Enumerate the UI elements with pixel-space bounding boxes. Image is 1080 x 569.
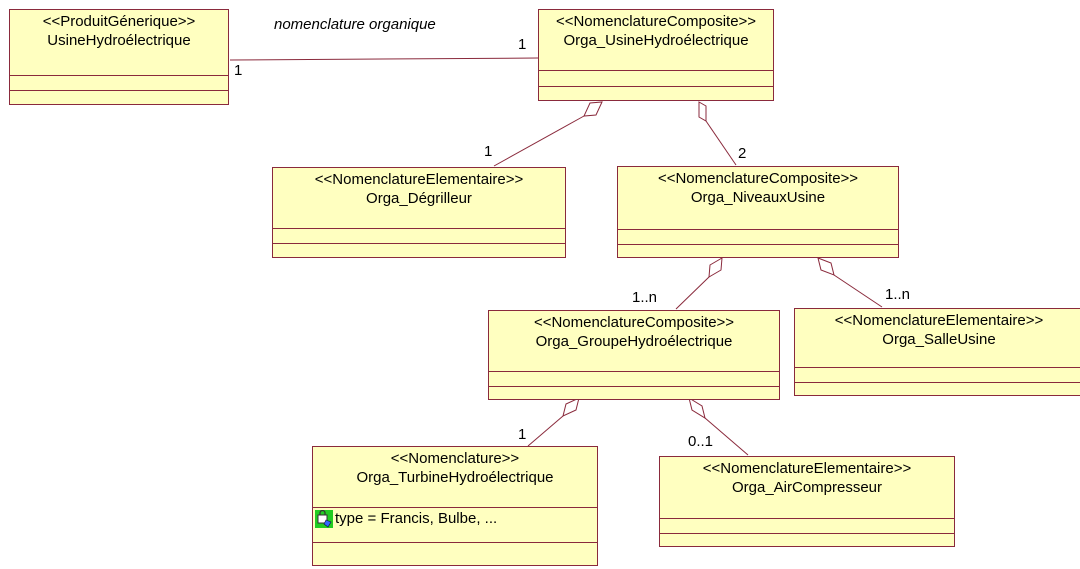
class-name: UsineHydroélectrique (47, 32, 191, 49)
operations-compartment (660, 533, 954, 550)
association-label: nomenclature organique (274, 16, 436, 33)
class-orga-niveaux-usine[interactable]: <<NomenclatureComposite>> Orga_NiveauxUs… (617, 166, 899, 258)
assoc-line-usine-niveaux (705, 120, 737, 166)
class-header: <<Nomenclature>> Orga_TurbineHydroélectr… (313, 447, 597, 507)
attribute-row[interactable]: type = Francis, Bulbe, ... (313, 508, 597, 530)
multiplicity-degrilleur: 1 (484, 143, 493, 160)
aggregation-diamond-groupe (708, 257, 723, 278)
operations-compartment (313, 542, 597, 569)
attribute-text: type = Francis, Bulbe, ... (335, 510, 498, 527)
assoc-line-produit-usine (229, 57, 539, 61)
class-stereotype: <<ProduitGénerique>> (42, 13, 196, 30)
multiplicity-usine: 1 (518, 36, 527, 53)
class-orga-degrilleur[interactable]: <<NomenclatureElementaire>> Orga_Dégrill… (272, 167, 566, 258)
attributes-compartment (10, 75, 228, 90)
class-stereotype: <<NomenclatureElementaire>> (834, 312, 1044, 329)
attributes-compartment (660, 518, 954, 533)
aggregation-diamond-niveaux (698, 101, 707, 122)
assoc-line-niveaux-groupe (675, 276, 710, 310)
class-name: Orga_AirCompresseur (731, 479, 883, 496)
class-header: <<NomenclatureComposite>> Orga_UsineHydr… (539, 10, 773, 70)
operations-compartment (618, 244, 898, 261)
class-usine-hydroelectrique-produit[interactable]: <<ProduitGénerique>> UsineHydroélectriqu… (9, 9, 229, 105)
class-orga-usine-hydroelectrique[interactable]: <<NomenclatureComposite>> Orga_UsineHydr… (538, 9, 774, 101)
class-stereotype: <<NomenclatureElementaire>> (702, 460, 912, 477)
multiplicity-turbine: 1 (518, 426, 527, 443)
operations-compartment (273, 243, 565, 261)
attributes-compartment (539, 70, 773, 86)
attributes-compartment (489, 371, 779, 386)
class-name: Orga_SalleUsine (882, 331, 996, 348)
aggregation-diamond-air (688, 396, 706, 420)
assoc-line-groupe-turbine (527, 415, 564, 447)
multiplicity-niveaux: 2 (738, 145, 747, 162)
class-orga-groupe-hydroelectrique[interactable]: <<NomenclatureComposite>> Orga_GroupeHyd… (488, 310, 780, 400)
attributes-compartment (273, 228, 565, 243)
class-stereotype: <<Nomenclature>> (390, 450, 520, 467)
class-header: <<NomenclatureElementaire>> Orga_SalleUs… (795, 309, 1080, 367)
assoc-line-groupe-air (704, 417, 749, 456)
class-stereotype: <<NomenclatureComposite>> (657, 170, 859, 187)
class-orga-salle-usine[interactable]: <<NomenclatureElementaire>> Orga_SalleUs… (794, 308, 1080, 396)
class-name: Orga_Dégrilleur (366, 190, 472, 207)
class-name: Orga_GroupeHydroélectrique (535, 333, 733, 350)
class-header: <<ProduitGénerique>> UsineHydroélectriqu… (10, 10, 228, 75)
class-header: <<NomenclatureComposite>> Orga_GroupeHyd… (489, 311, 779, 371)
class-stereotype: <<NomenclatureElementaire>> (314, 171, 524, 188)
assoc-line-niveaux-salle (833, 274, 883, 308)
aggregation-diamond-salle (817, 257, 835, 276)
multiplicity-salle: 1..n (885, 286, 911, 303)
operations-compartment (489, 386, 779, 403)
aggregation-diamond-turbine (562, 397, 580, 417)
attributes-compartment (618, 229, 898, 244)
assoc-line-usine-degrilleur (493, 115, 585, 167)
class-name: Orga_TurbineHydroélectrique (356, 469, 554, 486)
class-name: Orga_NiveauxUsine (690, 189, 826, 206)
operations-compartment (795, 382, 1080, 399)
class-header: <<NomenclatureElementaire>> Orga_AirComp… (660, 457, 954, 518)
multiplicity-air: 0..1 (688, 433, 714, 450)
attribute-key-icon (315, 510, 333, 528)
attributes-compartment: type = Francis, Bulbe, ... (313, 507, 597, 542)
multiplicity-groupe: 1..n (632, 289, 658, 306)
attributes-compartment (795, 367, 1080, 382)
class-name: Orga_UsineHydroélectrique (563, 32, 749, 49)
class-orga-air-compresseur[interactable]: <<NomenclatureElementaire>> Orga_AirComp… (659, 456, 955, 547)
class-orga-turbine-hydroelectrique[interactable]: <<Nomenclature>> Orga_TurbineHydroélectr… (312, 446, 598, 566)
class-stereotype: <<NomenclatureComposite>> (555, 13, 757, 30)
class-header: <<NomenclatureComposite>> Orga_NiveauxUs… (618, 167, 898, 229)
operations-compartment (539, 86, 773, 104)
class-stereotype: <<NomenclatureComposite>> (533, 314, 735, 331)
operations-compartment (10, 90, 228, 108)
multiplicity-produit: 1 (234, 62, 243, 79)
class-header: <<NomenclatureElementaire>> Orga_Dégrill… (273, 168, 565, 228)
aggregation-diamond-degrilleur (583, 101, 603, 117)
